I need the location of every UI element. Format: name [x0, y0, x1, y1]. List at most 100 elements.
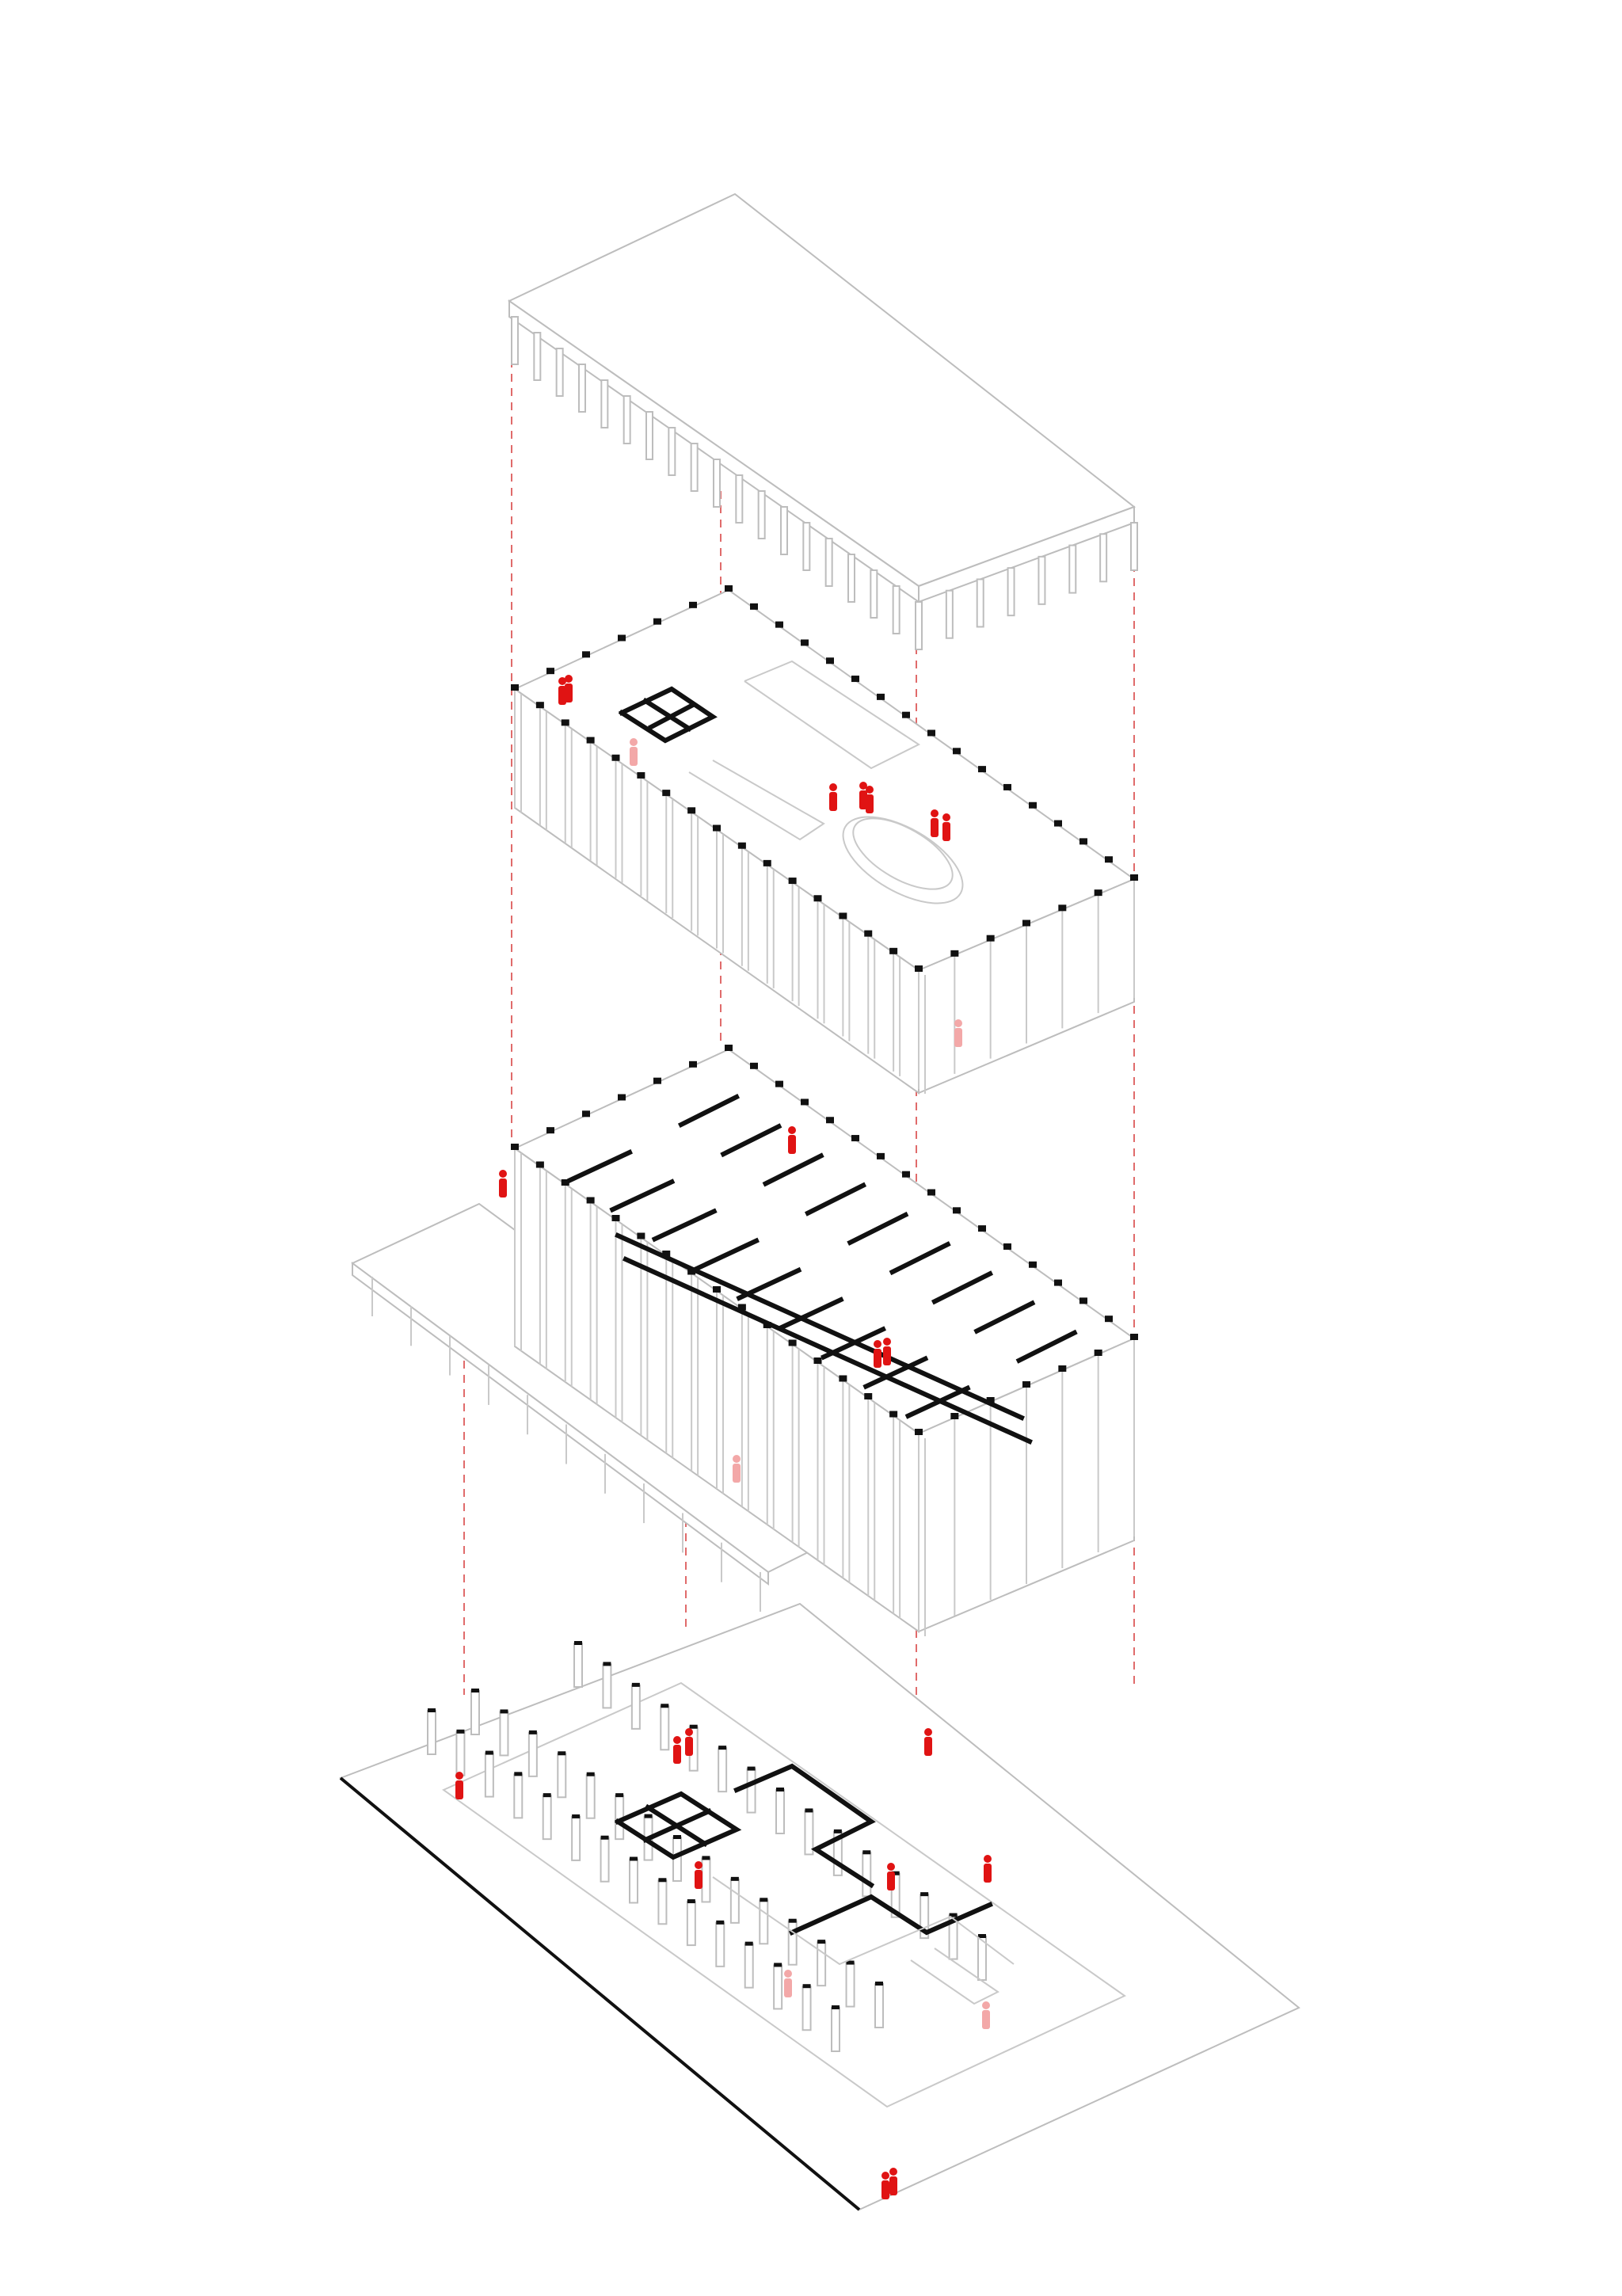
ground-column	[571, 1815, 581, 1861]
unit-wall	[804, 1182, 867, 1217]
ground-column	[686, 1901, 696, 1947]
person-figure	[874, 1340, 881, 1348]
person-figure	[887, 1871, 895, 1890]
ground-column	[660, 1705, 670, 1751]
person-figure	[788, 1126, 796, 1134]
person-figure	[942, 813, 950, 821]
unit-wall	[762, 1152, 824, 1187]
column-cap	[586, 737, 595, 744]
ground-column	[845, 1962, 855, 2008]
roof-layer	[508, 192, 1138, 650]
column-cap	[611, 1215, 620, 1221]
column-cap	[801, 1099, 809, 1106]
column-cap	[875, 1982, 883, 1986]
ground-column	[817, 1941, 827, 1987]
person-figure	[889, 2176, 897, 2195]
person-figure	[954, 1028, 962, 1047]
person-figure	[499, 1178, 507, 1197]
person-figure	[673, 1736, 681, 1744]
roof-column	[623, 395, 631, 444]
column-cap	[653, 618, 661, 625]
roof-column	[713, 459, 721, 508]
typical-floors-layer	[351, 1045, 1138, 1636]
unit-wall	[931, 1270, 994, 1305]
column-cap	[543, 1793, 551, 1798]
roof-column	[690, 443, 699, 492]
person-figure	[784, 1970, 792, 1978]
column-cap	[561, 1179, 569, 1186]
column-cap	[485, 1750, 493, 1755]
column-cap	[788, 1339, 797, 1346]
person-figure	[984, 1855, 992, 1863]
column-cap	[725, 585, 733, 592]
person-figure	[733, 1464, 741, 1483]
column-cap	[776, 1788, 784, 1791]
ground-column	[801, 1986, 812, 2031]
typical-floor-mullions	[514, 1148, 1135, 1636]
column-cap	[514, 1772, 523, 1776]
roof-column	[578, 364, 586, 413]
ground-column	[787, 1920, 798, 1966]
roof-column	[824, 538, 833, 587]
column-cap	[813, 1357, 822, 1364]
column-cap	[839, 1375, 847, 1382]
roof-column	[735, 474, 744, 524]
column-cap	[949, 1913, 958, 1917]
column-cap	[950, 1413, 959, 1419]
person-figure	[889, 2168, 897, 2176]
person-figure	[558, 686, 566, 705]
column-cap	[953, 748, 961, 755]
column-cap	[500, 1709, 508, 1714]
person-figure	[942, 822, 950, 841]
unit-wall	[694, 1237, 760, 1272]
column-cap	[927, 1189, 935, 1196]
roof-column	[847, 554, 855, 603]
column-cap	[813, 895, 822, 902]
column-cap	[637, 1232, 645, 1239]
column-cap	[730, 1876, 739, 1881]
person-figure	[866, 794, 874, 813]
people-figures	[455, 675, 992, 2199]
roof-column	[1038, 555, 1046, 605]
column-cap	[775, 621, 783, 628]
column-cap	[750, 1062, 758, 1069]
column-cap	[689, 601, 697, 608]
ground-column	[499, 1711, 509, 1757]
column-cap	[586, 1772, 595, 1776]
unit-wall	[651, 1208, 718, 1243]
column-cap	[1058, 1365, 1067, 1372]
column-cap	[630, 1856, 638, 1861]
person-figure	[733, 1455, 741, 1463]
column-cap	[535, 1161, 544, 1168]
ground-floor-layer	[339, 1602, 1300, 2211]
column-cap	[744, 1941, 753, 1946]
column-cap	[716, 1920, 725, 1925]
roof-column	[976, 578, 984, 628]
column-cap	[788, 1918, 797, 1923]
ground-column	[804, 1810, 814, 1856]
column-cap	[689, 1724, 698, 1729]
column-cap	[862, 1850, 871, 1855]
column-cap	[889, 947, 898, 954]
top-floor-layer	[511, 585, 1138, 1095]
roof-column	[555, 348, 564, 397]
person-figure	[984, 1864, 992, 1883]
column-cap	[805, 1808, 813, 1813]
column-cap	[582, 651, 590, 658]
ground-column	[427, 1710, 436, 1755]
column-cap	[864, 930, 873, 937]
column-cap	[750, 603, 758, 610]
person-figure	[630, 747, 638, 766]
column-cap	[851, 1135, 859, 1142]
ground-column	[746, 1768, 756, 1814]
top-floor-column-caps	[511, 585, 1138, 972]
person-figure	[866, 786, 874, 794]
site-plane	[339, 1602, 1300, 2211]
roof-column	[757, 490, 766, 539]
column-cap	[725, 1045, 733, 1051]
roof-column	[1130, 522, 1138, 571]
ground-floor-outline	[442, 1681, 1126, 2108]
column-cap	[615, 1793, 624, 1798]
person-figure	[829, 792, 837, 811]
